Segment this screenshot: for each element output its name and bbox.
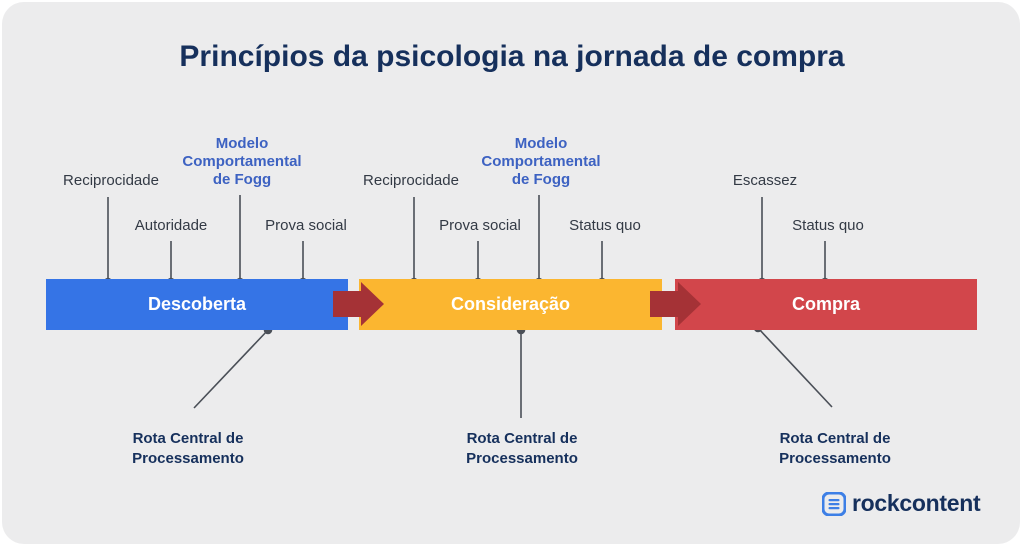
rota-descoberta: Rota Central de Processamento — [132, 430, 244, 467]
principle-consideracao-fogg: Modelo Comportamental de Fogg — [481, 135, 601, 188]
brand-logo: rockcontent — [822, 490, 981, 517]
principle-descoberta-autoridade: Autoridade — [134, 217, 208, 234]
principle-consideracao-reciprocidade: Reciprocidade — [363, 172, 459, 189]
arrow-consideracao-to-compra — [650, 282, 701, 326]
principle-compra-escassez: Escassez — [732, 172, 798, 189]
rockcontent-logo-icon — [822, 491, 846, 516]
principle-consideracao-prova-social: Prova social — [439, 217, 521, 234]
principle-consideracao-status-quo: Status quo — [569, 217, 641, 234]
stage-bar-consideracao: Consideração — [359, 279, 662, 330]
stage-bar-descoberta: Descoberta — [46, 279, 348, 330]
stage-label-consideracao: Consideração — [450, 294, 571, 314]
stage-bar-compra: Compra — [675, 279, 977, 330]
arrow-descoberta-to-consideracao — [333, 282, 384, 326]
principle-descoberta-prova-social: Prova social — [265, 217, 347, 234]
principle-compra-status-quo: Status quo — [792, 217, 864, 234]
principle-descoberta-reciprocidade: Reciprocidade — [63, 172, 159, 189]
rota-consideracao: Rota Central de Processamento — [466, 430, 578, 467]
connector-descoberta-rota — [193, 329, 269, 409]
brand-name: rockcontent — [852, 490, 981, 516]
principle-descoberta-fogg: Modelo Comportamental de Fogg — [182, 135, 302, 188]
diagram-title: Princípios da psicologia na jornada de c… — [179, 40, 845, 73]
rota-compra: Rota Central de Processamento — [779, 430, 891, 467]
connector-compra-rota — [757, 327, 833, 408]
stage-label-descoberta: Descoberta — [147, 294, 247, 314]
stage-label-compra: Compra — [791, 294, 860, 314]
